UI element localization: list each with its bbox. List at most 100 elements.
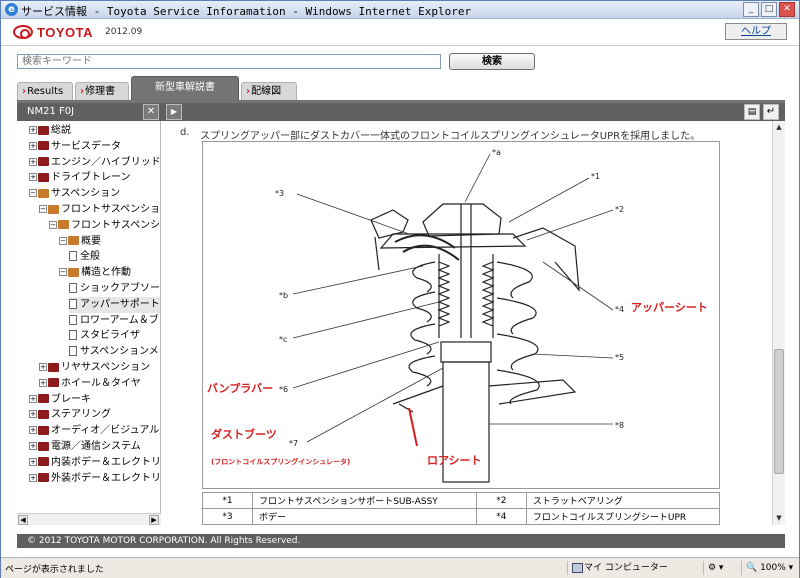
expand-icon[interactable]: + bbox=[29, 157, 37, 166]
tree-node[interactable]: −サスペンション bbox=[29, 186, 160, 202]
tab-bar: ›Results ›修理書 新型車解説書 ›配線図 bbox=[17, 76, 797, 100]
tree-node[interactable]: + エンジン／ハイブリッド／ bbox=[29, 155, 161, 171]
tab-wiring-diagram[interactable]: ›配線図 bbox=[241, 82, 297, 100]
page-icon bbox=[69, 298, 77, 309]
airflow-arrows bbox=[394, 234, 460, 261]
expand-icon[interactable]: + bbox=[29, 126, 37, 134]
collapse-icon[interactable]: − bbox=[39, 205, 47, 213]
tree-node[interactable]: +ブレーキ bbox=[29, 392, 160, 408]
tab-repair-manual[interactable]: ›修理書 bbox=[75, 82, 129, 100]
tree-node[interactable]: ロワーアーム＆ブ bbox=[69, 313, 160, 329]
expand-icon[interactable]: + bbox=[29, 394, 37, 403]
tree-node[interactable]: スタビライザ bbox=[69, 328, 160, 344]
tree-node[interactable]: 全般 bbox=[69, 249, 160, 265]
tree-node[interactable]: +外装ボデー＆エレクトリカ bbox=[29, 471, 160, 487]
expand-icon[interactable]: + bbox=[29, 473, 37, 482]
logo-text: TOYOTA bbox=[37, 25, 93, 40]
toyota-logo: TOYOTA bbox=[13, 24, 95, 42]
tree-node[interactable]: + リヤサスペンション bbox=[39, 360, 160, 376]
collapse-icon[interactable]: − bbox=[59, 268, 67, 277]
page-icon bbox=[69, 251, 77, 262]
print-icon[interactable]: ▤ bbox=[744, 104, 760, 120]
tree-node-label: ステアリング bbox=[51, 409, 111, 421]
close-pane-button[interactable]: ✕ bbox=[143, 104, 159, 120]
expand-icon[interactable]: + bbox=[29, 173, 37, 182]
legend-value: ストラットベアリング bbox=[525, 492, 721, 509]
page-icon bbox=[69, 283, 77, 293]
tree-node[interactable]: −構造と作動 bbox=[59, 265, 160, 281]
page-icon bbox=[69, 330, 77, 341]
app-header: TOYOTA 2012.09 ヘルプ bbox=[1, 20, 799, 46]
callout-leaders bbox=[292, 153, 614, 443]
tree-node[interactable]: +電源／通信システム bbox=[29, 439, 160, 455]
book-icon bbox=[38, 473, 49, 483]
toggle-pane-button[interactable]: ▶ bbox=[166, 104, 182, 120]
tree-node[interactable]: アッパーサポート& bbox=[69, 296, 160, 313]
expand-icon[interactable]: + bbox=[29, 442, 37, 450]
book-icon bbox=[38, 394, 49, 404]
piston-rod-shape bbox=[460, 204, 472, 338]
coil-spring-right bbox=[496, 261, 540, 405]
tree-node[interactable]: +ホイール＆タイヤ bbox=[39, 376, 160, 392]
expand-icon[interactable]: + bbox=[39, 363, 47, 371]
maximize-button[interactable]: □ bbox=[761, 2, 777, 17]
legend-value: ボデー bbox=[252, 508, 477, 525]
tab-results[interactable]: ›Results bbox=[17, 82, 73, 100]
legend-key: *1 bbox=[202, 492, 253, 509]
legend-value: フロントコイルスプリングシートUPR bbox=[525, 508, 721, 525]
paragraph-letter: d. bbox=[180, 127, 190, 138]
expand-icon[interactable]: + bbox=[39, 378, 47, 387]
search-input[interactable] bbox=[17, 54, 441, 69]
tree-node[interactable]: +サービスデータ bbox=[29, 139, 160, 155]
help-button[interactable]: ヘルプ bbox=[725, 23, 787, 40]
tree-node[interactable]: サスペンションメン bbox=[69, 344, 160, 360]
tree-node-label: 概要 bbox=[81, 235, 101, 247]
scroll-right-icon[interactable]: ▶ bbox=[149, 515, 159, 525]
content-vertical-scrollbar[interactable]: ▲ ▼ bbox=[772, 121, 785, 525]
tab-divider bbox=[17, 100, 785, 103]
callout-2: *2 bbox=[615, 205, 624, 214]
toc-tree: +総説+サービスデータ+エンジン／ハイブリッド／+ドライブトレーン−サスペンショ… bbox=[17, 121, 161, 513]
tree-node[interactable]: +総説 bbox=[29, 123, 160, 139]
scroll-left-icon[interactable]: ◀ bbox=[18, 515, 28, 525]
tree-node-label: リヤサスペンション bbox=[61, 362, 151, 373]
tab-new-car-manual[interactable]: 新型車解説書 bbox=[131, 76, 239, 100]
minimize-button[interactable]: _ bbox=[743, 2, 759, 17]
expand-icon[interactable]: + bbox=[29, 410, 37, 419]
book-icon bbox=[48, 378, 59, 388]
page-icon bbox=[69, 346, 77, 357]
back-icon[interactable]: ↵ bbox=[763, 104, 779, 120]
open-book-icon bbox=[48, 204, 59, 214]
lower-seat-shape bbox=[392, 379, 577, 405]
protected-mode-icon[interactable]: ⚙ ▾ bbox=[703, 561, 737, 575]
tree-node[interactable]: + ステアリング bbox=[29, 407, 160, 423]
tree-node[interactable]: ショックアブソーバ bbox=[69, 281, 160, 297]
title-bar: e サービス情報 - Toyota Service Inforamation -… bbox=[1, 1, 799, 19]
tree-node[interactable]: +ドライブトレーン bbox=[29, 170, 160, 186]
book-icon bbox=[38, 441, 49, 451]
tree-node[interactable]: + オーディオ／ビジュアル／ bbox=[29, 423, 161, 439]
legend-table: *1 フロントサスペンションサポートSUB-ASSY *2 ストラットベアリング… bbox=[202, 492, 721, 525]
close-window-button[interactable]: ✕ bbox=[779, 2, 795, 17]
search-button[interactable]: 検索 bbox=[449, 53, 535, 70]
tree-node[interactable]: − フロントサスペンション bbox=[39, 202, 161, 218]
tree-node[interactable]: −フロントサスペンシ bbox=[49, 218, 160, 234]
tree-node[interactable]: +内装ボデー＆エレクトリカ bbox=[29, 455, 160, 471]
collapse-icon[interactable]: − bbox=[29, 189, 37, 198]
expand-icon[interactable]: + bbox=[29, 141, 37, 150]
tree-node-label: エンジン／ハイブリッド／ bbox=[51, 156, 161, 168]
shock-body-lower bbox=[442, 361, 490, 483]
collapse-icon[interactable]: − bbox=[59, 236, 67, 245]
scroll-down-icon[interactable]: ▼ bbox=[776, 514, 782, 522]
expand-icon[interactable]: + bbox=[29, 426, 37, 435]
tree-horizontal-scrollbar[interactable]: ◀ ▶ bbox=[17, 513, 161, 525]
zoom-level[interactable]: 🔍 100% ▾ bbox=[741, 561, 797, 575]
scroll-thumb[interactable] bbox=[774, 349, 784, 474]
tree-node-label: フロントサスペンション bbox=[61, 204, 161, 215]
expand-icon[interactable]: + bbox=[29, 457, 37, 466]
version-label: 2012.09 bbox=[105, 27, 143, 37]
scroll-up-icon[interactable]: ▲ bbox=[776, 123, 782, 131]
tree-node-label: オーディオ／ビジュアル／ bbox=[51, 425, 161, 437]
collapse-icon[interactable]: − bbox=[49, 220, 57, 229]
tree-node[interactable]: − 概要 bbox=[59, 234, 160, 250]
